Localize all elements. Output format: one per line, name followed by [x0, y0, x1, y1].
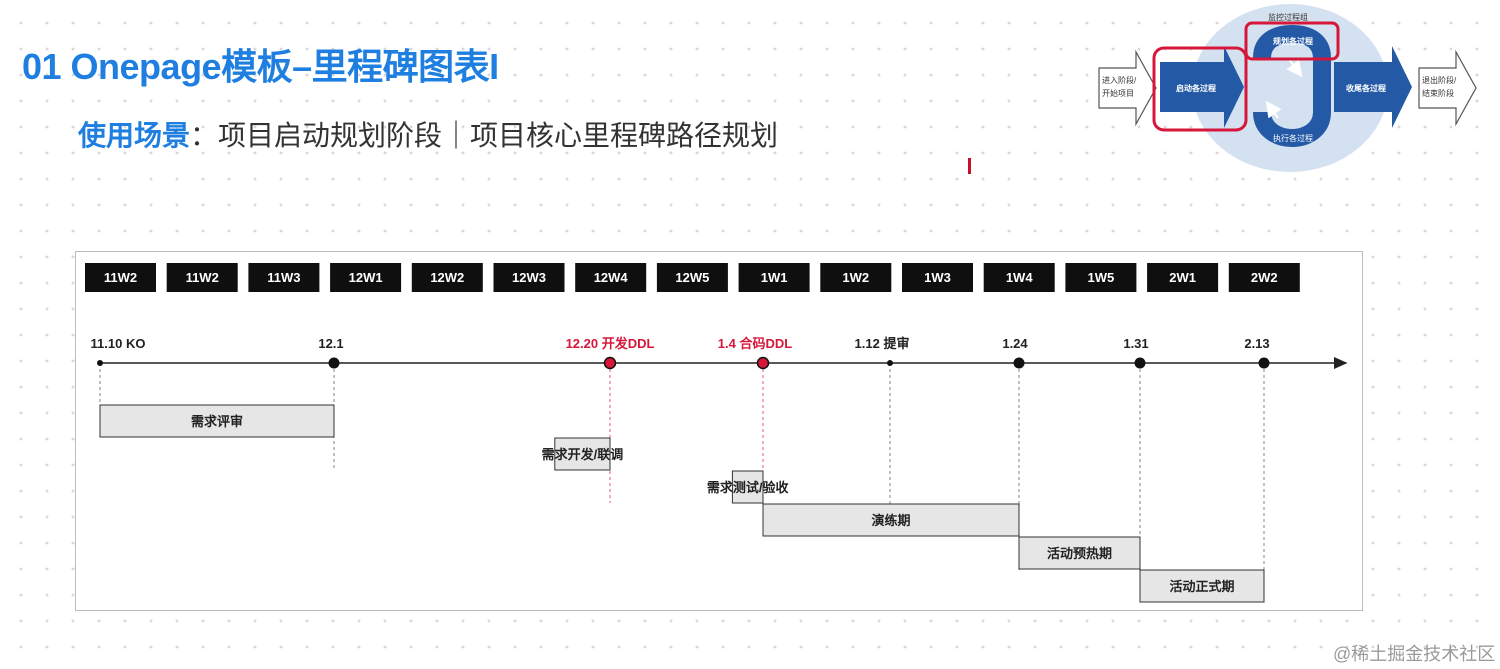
red-cursor-mark [968, 158, 971, 174]
exit-phase-label-1: 退出阶段/ [1422, 75, 1457, 85]
usage-text: 项目启动规划阶段｜项目核心里程碑路径规划 [218, 120, 779, 151]
enter-phase-label-1: 进入阶段/ [1102, 75, 1137, 85]
page-title: 01 Onepage模板–里程碑图表I [22, 46, 499, 87]
close-process-arrow [1334, 46, 1412, 128]
cycle-arrow-up-icon [1265, 100, 1282, 119]
start-process-arrow [1160, 46, 1244, 128]
monitor-group-label: 监控过程组 [1268, 12, 1308, 22]
plan-process-label: 规划各过程 [1273, 36, 1313, 46]
usage-label: 使用场景 [78, 120, 191, 151]
cycle-loop [1253, 24, 1331, 148]
watermark: @稀土掘金技术社区 [1333, 644, 1496, 664]
milestone-chart-frame [75, 251, 1363, 611]
usage-scenario: 使用场景：项目启动规划阶段｜项目核心里程碑路径规划 [78, 114, 778, 154]
start-highlight-box [1152, 46, 1248, 132]
close-process-label: 收尾各过程 [1346, 83, 1386, 93]
exit-phase-arrow [1418, 49, 1477, 127]
process-background-ellipse [1192, 4, 1388, 172]
usage-separator: ： [190, 120, 219, 151]
start-process-label: 启动各过程 [1176, 83, 1216, 93]
enter-phase-label-2: 开始项目 [1102, 88, 1134, 98]
execute-process-label: 执行各过程 [1273, 133, 1313, 143]
plan-highlight-box [1244, 21, 1340, 61]
cycle-arrow-down-icon [1286, 57, 1303, 78]
enter-phase-arrow [1098, 49, 1157, 127]
exit-phase-label-2: 结束阶段 [1422, 88, 1454, 98]
